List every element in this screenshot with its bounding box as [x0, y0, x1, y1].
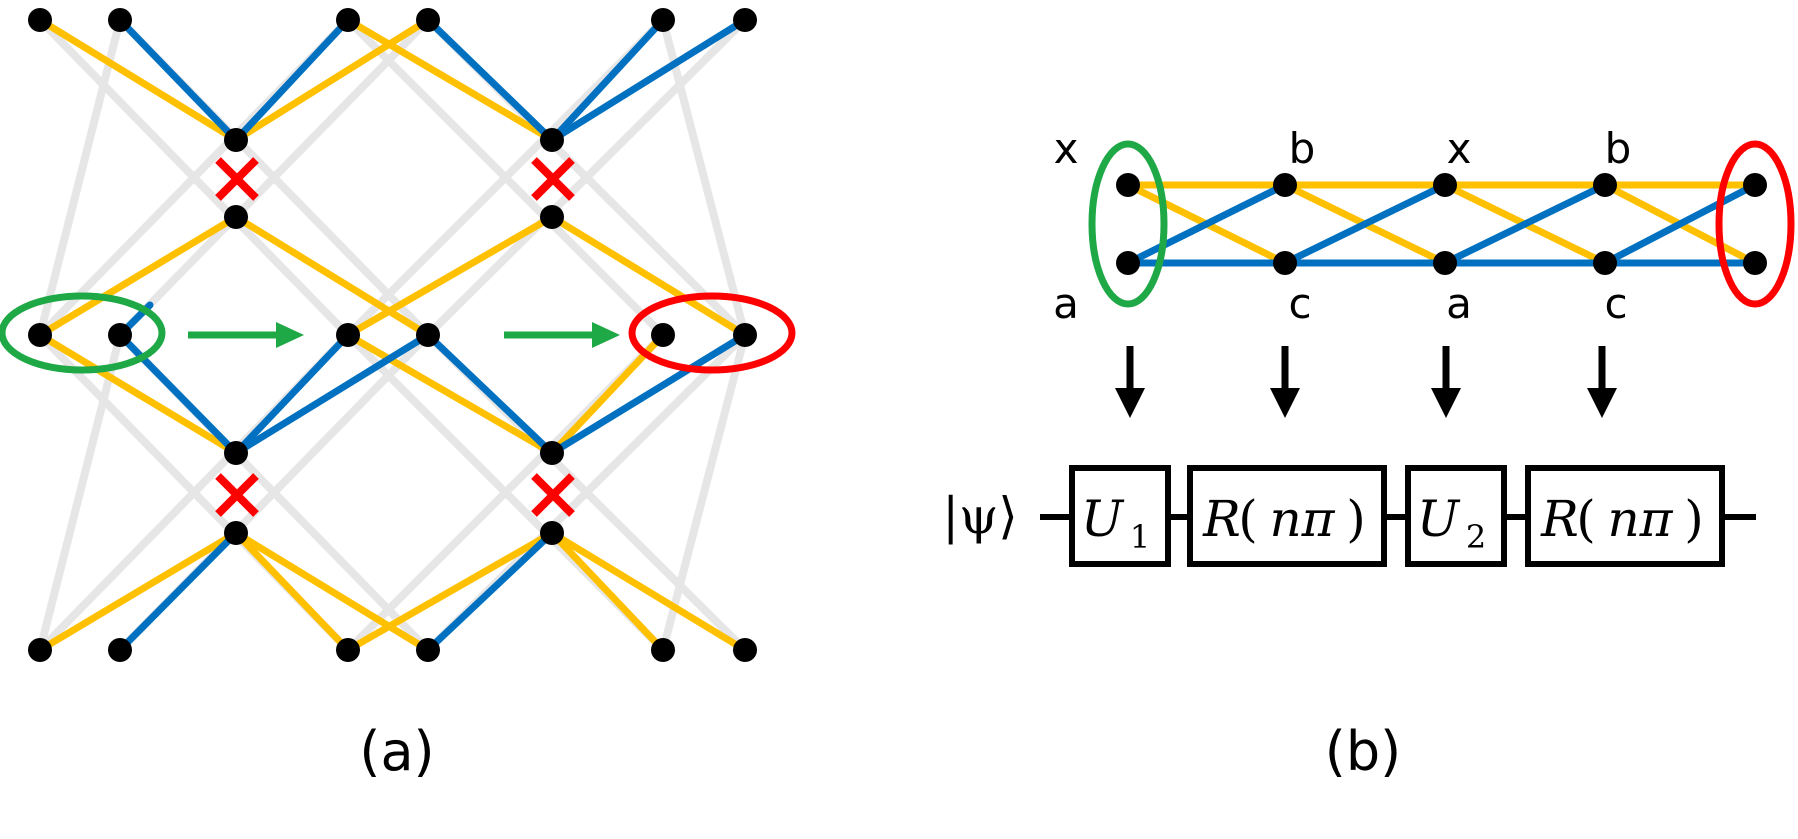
node: [1593, 173, 1617, 197]
input-state: |ψ⟩: [942, 487, 1018, 545]
node: [28, 323, 52, 347]
node: [1273, 251, 1297, 275]
node-label: c: [1288, 279, 1311, 328]
background-lattice: [36, 16, 749, 654]
down-arrow-icon: [1115, 346, 1145, 418]
node: [224, 205, 248, 229]
node: [1116, 173, 1140, 197]
node: [1433, 251, 1457, 275]
node: [416, 8, 440, 32]
green-arrows: [188, 322, 620, 348]
gate-r2: R ( nπ ): [1525, 465, 1725, 567]
node-label: b: [1289, 124, 1316, 173]
node: [540, 521, 564, 545]
down-arrow-icon: [1270, 346, 1300, 418]
gate-argument: nπ: [1269, 490, 1335, 548]
node: [108, 8, 132, 32]
ladder-nodes: [1116, 173, 1767, 275]
gate-subscript: 1: [1130, 518, 1150, 556]
gate-symbol: U: [1081, 490, 1125, 548]
node: [1433, 173, 1457, 197]
panel-b: x b x b a c a c: [942, 124, 1795, 783]
down-arrow-icon: [1431, 346, 1461, 418]
node: [1743, 173, 1767, 197]
node: [651, 638, 675, 662]
node: [540, 128, 564, 152]
node: [651, 323, 675, 347]
caption-a: (a): [359, 720, 434, 783]
blocked-cross-icon: [531, 473, 575, 517]
gate-u1: U 1: [1069, 465, 1171, 567]
node-label: b: [1605, 124, 1632, 173]
ladder-yellow-edges: [1124, 181, 1759, 267]
node: [108, 323, 132, 347]
node-label: c: [1604, 279, 1627, 328]
blue-edges: [116, 16, 749, 654]
right-arrow-icon: [504, 322, 620, 348]
node: [28, 638, 52, 662]
node: [1743, 251, 1767, 275]
node: [1593, 251, 1617, 275]
start-ellipse: [0, 292, 166, 374]
end-ellipse: [628, 292, 796, 374]
down-arrows: [1115, 346, 1617, 418]
gate-u2: U 2: [1405, 465, 1507, 567]
red-crosses: [215, 157, 575, 517]
node: [1116, 251, 1140, 275]
gate-subscript: 2: [1466, 518, 1486, 556]
gate-r1: R ( nπ ): [1187, 465, 1387, 567]
start-ellipse: [1088, 140, 1168, 308]
node: [1273, 173, 1297, 197]
node: [416, 638, 440, 662]
right-arrow-icon: [188, 322, 304, 348]
node: [733, 8, 757, 32]
nodes: [28, 8, 757, 662]
node: [224, 521, 248, 545]
node: [651, 8, 675, 32]
node-label: x: [1054, 124, 1079, 173]
blocked-cross-icon: [215, 157, 259, 201]
gate-symbol: U: [1417, 490, 1461, 548]
node: [224, 128, 248, 152]
end-ellipse: [1715, 140, 1795, 308]
node: [733, 323, 757, 347]
down-arrow-icon: [1587, 346, 1617, 418]
node: [733, 638, 757, 662]
gate-paren: (: [1576, 490, 1596, 548]
node-label: a: [1446, 279, 1472, 328]
node: [336, 323, 360, 347]
yellow-edges: [36, 16, 749, 654]
gate-symbol: R: [1540, 490, 1579, 548]
caption-b: (b): [1325, 720, 1401, 783]
blocked-cross-icon: [215, 473, 259, 517]
node: [336, 638, 360, 662]
gate-argument: nπ: [1607, 490, 1673, 548]
node: [108, 638, 132, 662]
node: [28, 8, 52, 32]
node: [336, 8, 360, 32]
node: [540, 205, 564, 229]
gate-paren: ): [1684, 490, 1704, 548]
node-label: a: [1053, 279, 1079, 328]
panel-a: (a): [0, 8, 796, 783]
blocked-cross-icon: [531, 157, 575, 201]
node: [540, 441, 564, 465]
gate-paren: (: [1238, 490, 1258, 548]
node-label: x: [1447, 124, 1472, 173]
node: [224, 441, 248, 465]
ladder-blue-edges: [1124, 181, 1759, 267]
circuit: |ψ⟩ U 1 R ( nπ ) U: [942, 465, 1756, 567]
gate-paren: ): [1346, 490, 1366, 548]
gate-symbol: R: [1202, 490, 1241, 548]
node: [416, 323, 440, 347]
